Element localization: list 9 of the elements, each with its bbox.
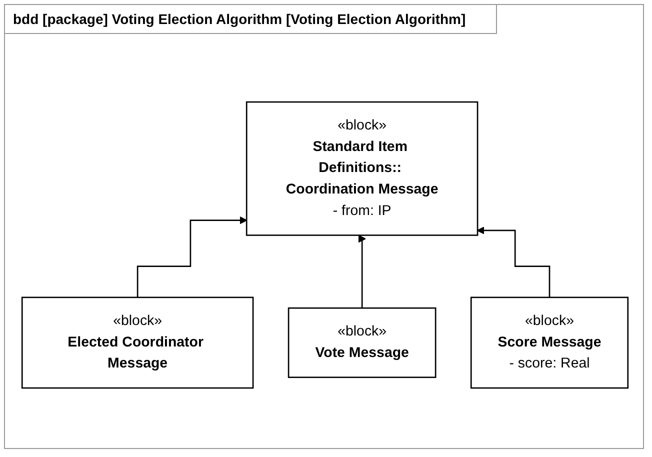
arrow <box>358 234 366 309</box>
arrow <box>136 216 248 298</box>
diagram-title: bdd [package] Voting Election Algorithm [Voting Election Algorithm] <box>5 5 497 34</box>
node-box <box>470 296 629 389</box>
node-box <box>288 307 436 378</box>
arrow <box>476 226 550 298</box>
node-box <box>246 101 478 236</box>
node-box <box>21 296 254 389</box>
diagram-frame: bdd [package] Voting Election Algorithm [Voting Election Algorithm] «block» Standard Item Definitions:: Coordination Message - from: IP «block» Elected Coordinator Message «block» Vote Message «block» Score Message - score: Real <box>4 4 644 449</box>
